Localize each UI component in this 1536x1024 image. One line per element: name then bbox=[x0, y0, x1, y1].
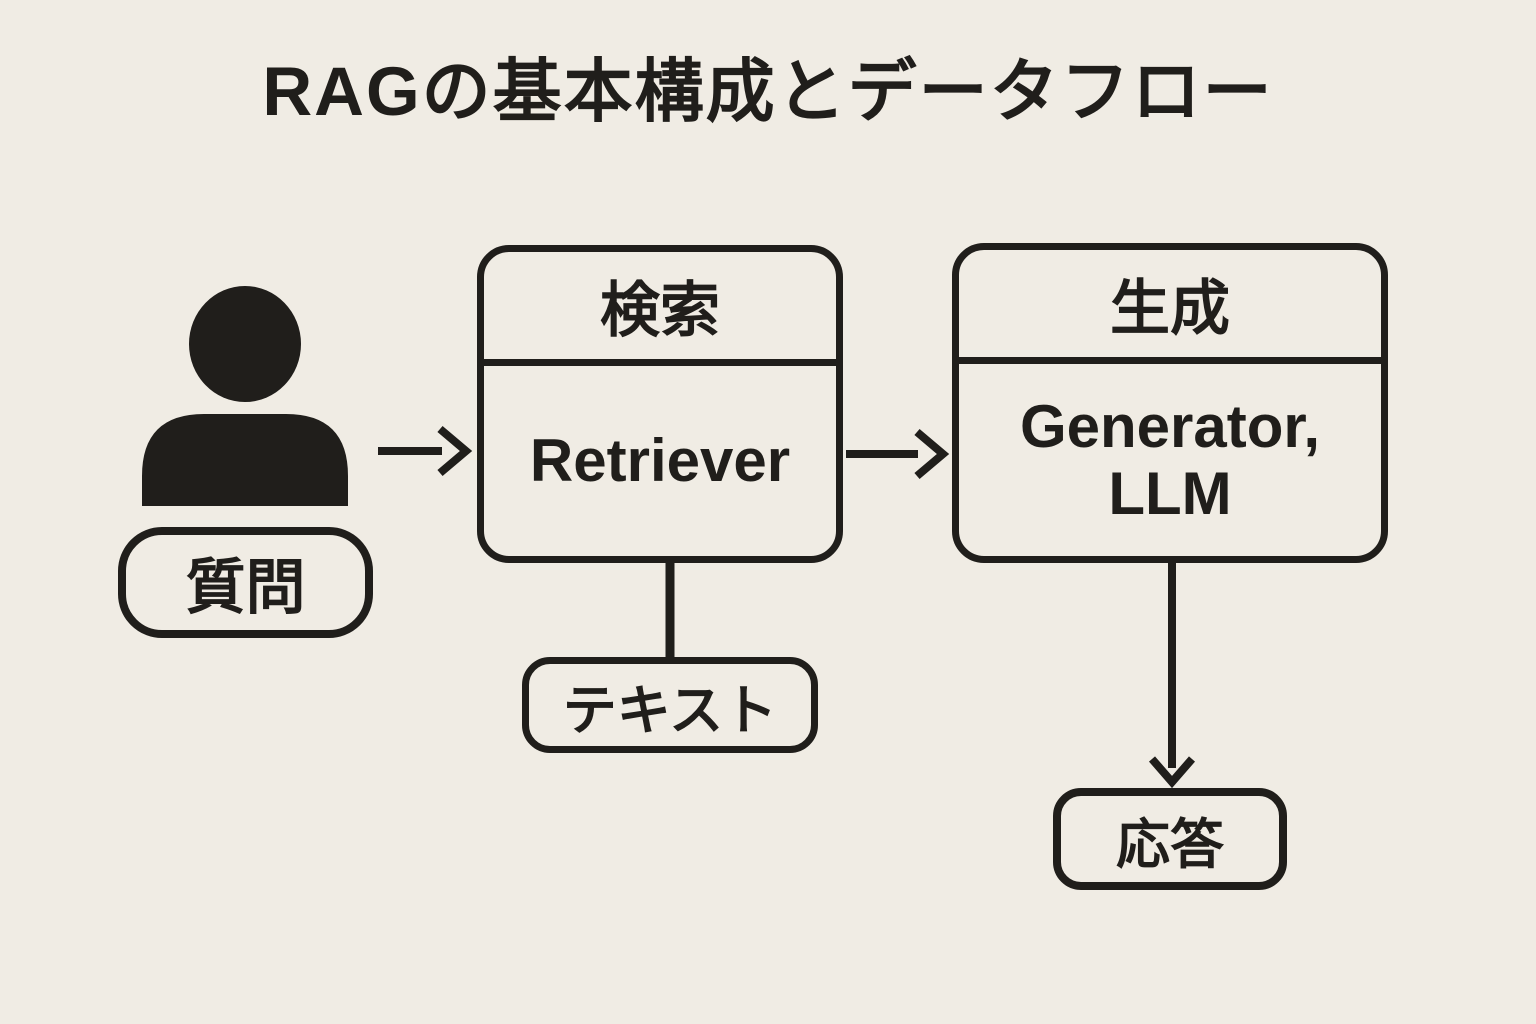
node-retrieval-body: Retriever bbox=[484, 366, 836, 556]
node-retrieval-header: 検索 bbox=[484, 252, 836, 366]
node-text: テキスト bbox=[522, 657, 818, 753]
node-generation-header-label: 生成 bbox=[1110, 275, 1230, 342]
arrow-generation-to-response bbox=[1148, 560, 1196, 789]
node-generation-header: 生成 bbox=[959, 250, 1381, 364]
person-icon bbox=[142, 286, 348, 506]
node-retrieval: 検索 Retriever bbox=[477, 245, 843, 563]
arrow-retrieval-to-generation bbox=[846, 428, 950, 480]
arrow-user-to-retrieval bbox=[378, 425, 473, 477]
node-response-label: 応答 bbox=[1116, 814, 1224, 875]
node-text-label: テキスト bbox=[562, 680, 778, 741]
node-question-label: 質問 bbox=[185, 554, 306, 621]
node-retrieval-body-label: Retriever bbox=[529, 427, 791, 495]
node-question: 質問 bbox=[118, 527, 373, 638]
diagram-title: RAGの基本構成とデータフロー bbox=[262, 53, 1274, 130]
node-retrieval-header-label: 検索 bbox=[600, 277, 720, 344]
node-generation-body-label: Generator, LLM bbox=[1019, 392, 1321, 527]
node-response: 応答 bbox=[1053, 788, 1287, 890]
node-generation-body: Generator, LLM bbox=[959, 364, 1381, 556]
node-generation: 生成 Generator, LLM bbox=[952, 243, 1388, 563]
